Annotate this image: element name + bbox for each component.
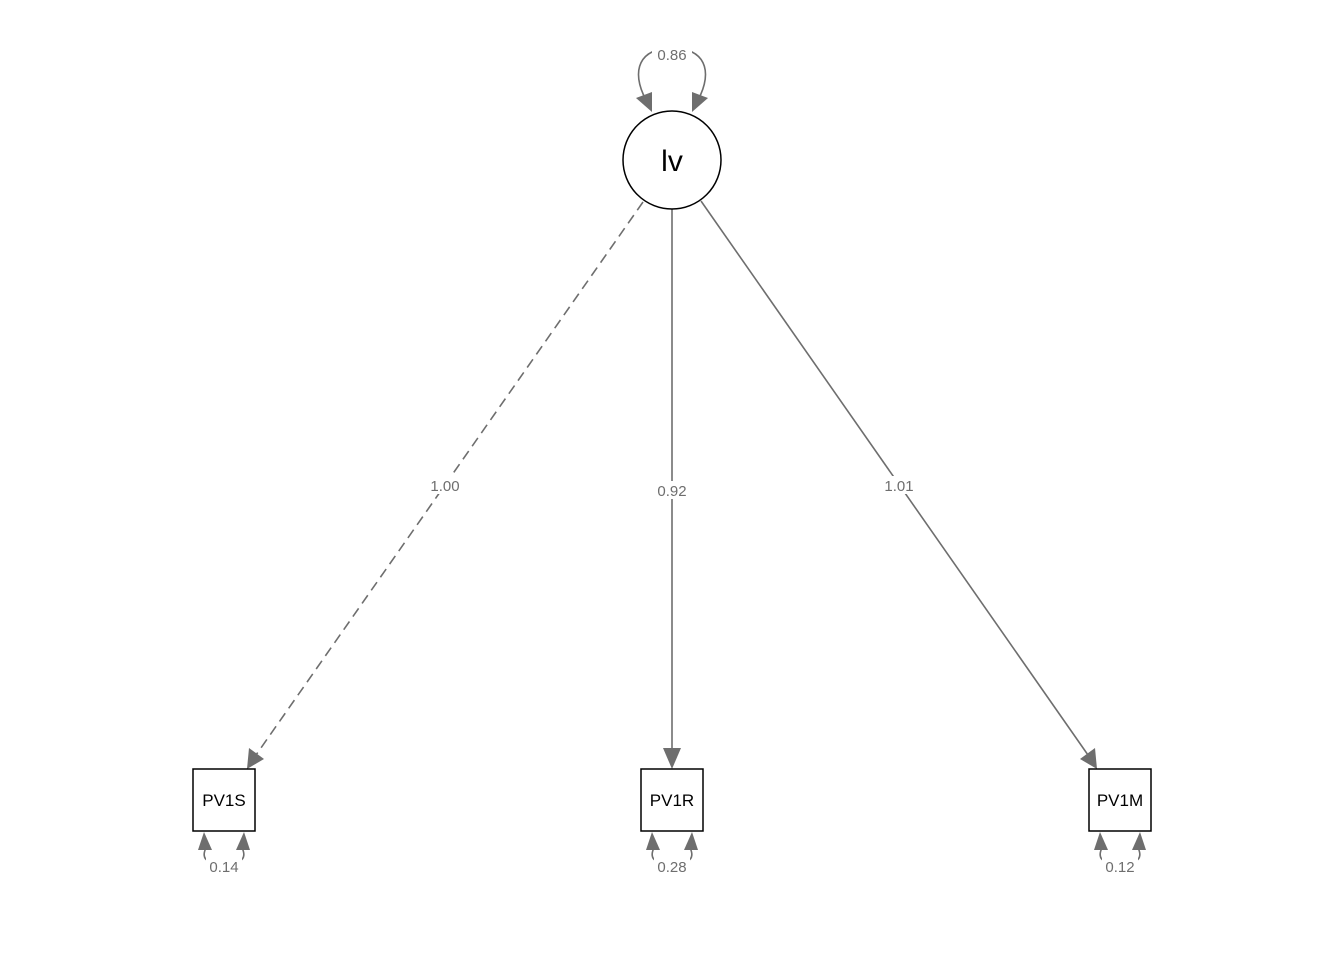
loading-arrowhead-pv1m [1080,748,1097,769]
residual-loop-pv1r: 0.28 [646,832,698,876]
indicator-node-pv1r: PV1R [640,768,704,832]
residual-arrowhead-pv1s-left [198,832,212,850]
residual-loop-pv1m: 0.12 [1094,832,1146,876]
residual-arrowhead-pv1r-right [684,832,698,850]
latent-variance-label: 0.86 [657,47,686,64]
loading-arrowhead-pv1s [247,748,264,769]
loading-path-pv1r: 0.92 [653,209,691,769]
indicator-node-pv1s: PV1S [192,768,256,832]
latent-variance-arrowhead-left [636,92,652,112]
indicator-node-pv1m: PV1M [1088,768,1152,832]
residual-label-pv1r: 0.28 [657,859,686,876]
residual-arrowhead-pv1s-right [236,832,250,850]
latent-node-lv: lv [622,110,722,210]
loading-arrowhead-pv1r [663,748,681,769]
residual-arrowhead-pv1r-left [646,832,660,850]
indicator-label-pv1m: PV1M [1097,791,1143,810]
loading-label-pv1s: 1.00 [430,478,459,495]
residual-arrowhead-pv1m-left [1094,832,1108,850]
loading-path-pv1m: 1.01 [700,200,1097,769]
latent-variance-loop: 0.86 [636,46,708,112]
residual-loop-pv1s: 0.14 [198,832,250,876]
residual-label-pv1s: 0.14 [209,859,238,876]
indicator-label-pv1s: PV1S [202,791,245,810]
latent-variance-arrowhead-right [692,92,708,112]
residual-arrowhead-pv1m-right [1132,832,1146,850]
loading-label-pv1r: 0.92 [657,483,686,500]
loading-label-pv1m: 1.01 [884,478,913,495]
loading-path-pv1s: 1.00 [247,201,644,769]
residual-label-pv1m: 0.12 [1105,859,1134,876]
latent-label: lv [661,145,683,178]
indicator-label-pv1r: PV1R [650,791,694,810]
